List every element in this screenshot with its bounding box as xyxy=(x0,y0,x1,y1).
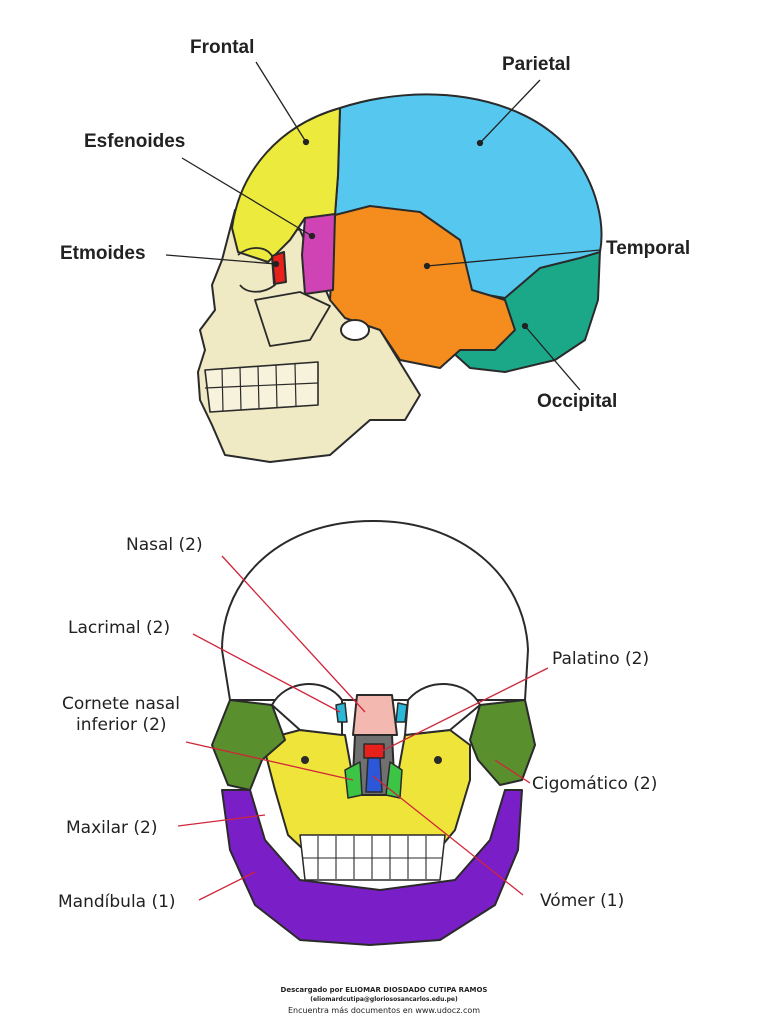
frontal-mandible xyxy=(221,789,523,946)
label-frontal: Frontal xyxy=(190,37,254,58)
leader-concha xyxy=(185,741,354,781)
frontal-foramen-right xyxy=(434,756,442,764)
footer-more-docs-link[interactable]: Encuentra más documentos en www.udocz.co… xyxy=(287,1006,481,1015)
label-sphenoid: Esfenoides xyxy=(84,131,185,152)
label-nasal: Nasal (2) xyxy=(126,535,203,555)
leader-maxilla xyxy=(177,814,266,827)
label-ethmoid: Etmoides xyxy=(60,243,146,264)
lateral-orbit-outline xyxy=(237,247,276,293)
leader-ethmoid xyxy=(165,254,277,265)
frontal-nasal xyxy=(352,694,398,736)
frontal-palatine xyxy=(363,743,385,759)
footer-email: (eliomardcutipa@gloriososancarlos.edu.pe… xyxy=(310,996,458,1003)
frontal-lacrimal-left xyxy=(335,702,348,723)
frontal-foramen-left xyxy=(301,756,309,764)
lateral-parietal xyxy=(334,93,603,299)
leader-sphenoid xyxy=(181,157,313,237)
leader-mandible xyxy=(198,871,256,901)
lateral-ear-canal xyxy=(340,319,370,341)
lateral-frontal xyxy=(231,107,341,263)
lateral-skull xyxy=(197,93,603,463)
label-concha-line1: Cornete nasal xyxy=(62,694,180,714)
frontal-vomer xyxy=(365,757,383,793)
footer-download-by: Descargado por ELIOMAR DIOSDADO CUTIPA R… xyxy=(280,986,488,994)
label-vomer: Vómer (1) xyxy=(540,891,624,911)
lateral-teeth-lines xyxy=(204,363,319,412)
label-lacrimal: Lacrimal (2) xyxy=(68,618,170,638)
frontal-orbit-right xyxy=(404,683,481,736)
frontal-lacrimal-right xyxy=(395,702,408,723)
leader-parietal xyxy=(479,79,541,144)
label-parietal: Parietal xyxy=(502,54,571,75)
label-maxilla: Maxilar (2) xyxy=(66,818,157,838)
leader-vomer xyxy=(372,775,524,896)
lateral-leader-lines xyxy=(165,61,601,391)
frontal-zygomatic-right xyxy=(469,699,536,786)
label-mandible: Mandíbula (1) xyxy=(58,892,176,912)
frontal-teeth-lines xyxy=(302,836,443,879)
lateral-zygomatic-arch xyxy=(254,291,331,347)
lateral-sphenoid xyxy=(301,213,336,295)
label-occipital: Occipital xyxy=(537,391,617,412)
lateral-teeth xyxy=(204,361,319,413)
label-concha-line2: inferior (2) xyxy=(76,715,167,735)
leader-zygomatic xyxy=(494,759,531,784)
leader-palatine xyxy=(379,667,549,753)
label-zygomatic: Cigomático (2) xyxy=(532,774,657,794)
leader-temporal xyxy=(426,249,601,267)
frontal-orbit-left xyxy=(271,683,343,736)
leader-occipital xyxy=(524,325,581,391)
leader-frontal xyxy=(255,61,307,143)
leader-nasal xyxy=(221,555,366,713)
leader-lacrimal xyxy=(192,633,341,713)
frontal-concha-left xyxy=(344,761,363,799)
frontal-skull xyxy=(211,519,536,946)
frontal-zygomatic-left xyxy=(211,699,286,791)
label-temporal: Temporal xyxy=(606,238,690,259)
label-palatine: Palatino (2) xyxy=(552,649,649,669)
frontal-leader-lines xyxy=(177,555,549,901)
